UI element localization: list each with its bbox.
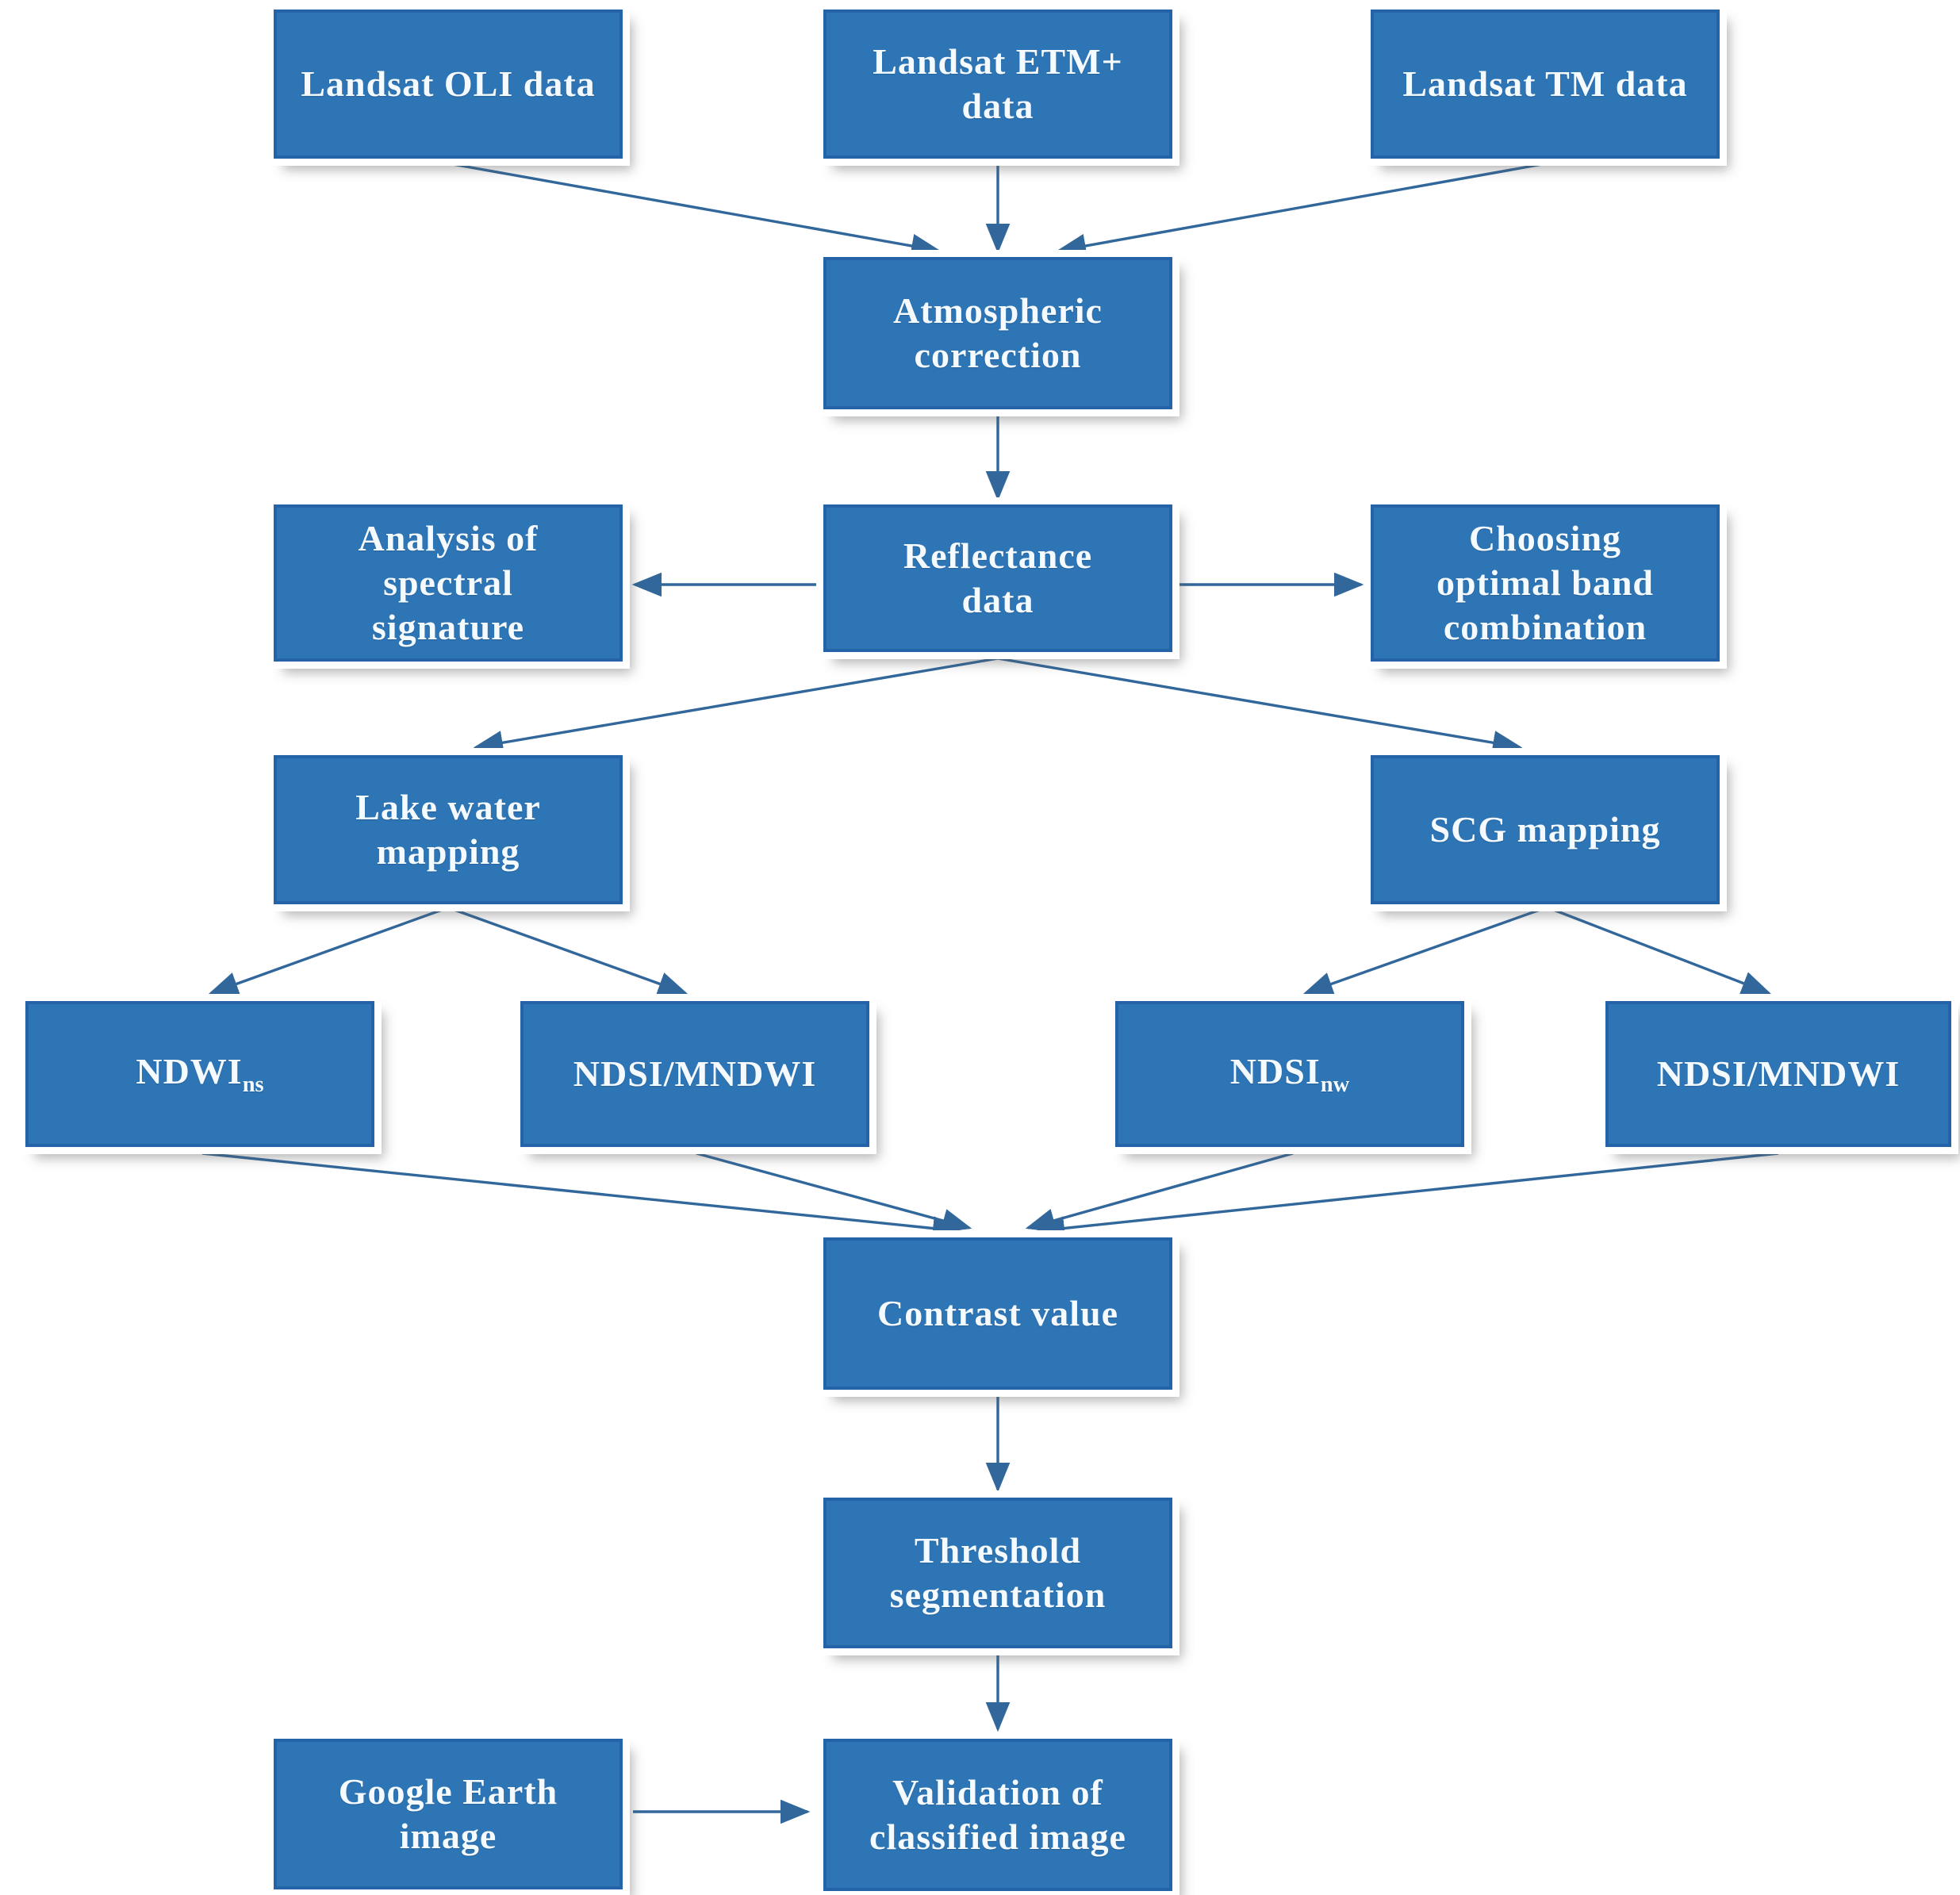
node-label: Contrast value [876, 1292, 1119, 1333]
node-choosing-optimal-band: Choosing optimal band combination [1371, 504, 1720, 662]
node-label: NDSI/MNDWI [1656, 1053, 1901, 1094]
node-label: NDSInw [1229, 1050, 1350, 1097]
node-label: NDSI/MNDWI [573, 1053, 817, 1094]
node-label: Landsat ETM+ data [873, 40, 1123, 126]
arrow-ndsi-right-to-contrast [1034, 1152, 1779, 1241]
node-google-earth-image: Google Earth image [274, 1739, 623, 1889]
arrow-landsat-tm-to-atmospheric [1056, 162, 1548, 259]
node-label: Threshold segmentation [889, 1529, 1107, 1615]
node-validation-classified-image: Validation of classified image [823, 1739, 1172, 1891]
node-ndsi-mndwi-right: NDSI/MNDWI [1605, 1001, 1951, 1147]
node-label: NDWIns [136, 1050, 264, 1097]
node-label: Reflectance data [903, 535, 1093, 620]
node-contrast-value: Contrast value [823, 1237, 1172, 1390]
node-analysis-spectral-signature: Analysis of spectral signature [274, 504, 623, 662]
node-label: Landsat OLI data [301, 63, 596, 104]
node-ndwi-ns: NDWIns [25, 1001, 374, 1147]
arrow-scg-to-ndsi-nw [1302, 907, 1543, 996]
arrow-reflectance-to-lake-water [473, 657, 999, 755]
node-label: Google Earth image [338, 1770, 558, 1856]
arrow-landsat-oli-to-atmospheric [447, 162, 942, 259]
node-label-subscript: nw [1320, 1072, 1350, 1097]
node-landsat-etm-data: Landsat ETM+ data [823, 10, 1172, 159]
arrow-lake-water-to-ndwi [208, 907, 445, 995]
node-lake-water-mapping: Lake water mapping [274, 755, 623, 904]
node-label: Analysis of spectral signature [358, 517, 539, 648]
arrow-ndsi-left-to-contrast [696, 1152, 972, 1233]
node-label: Lake water mapping [355, 786, 541, 872]
node-label-subscript: ns [242, 1072, 264, 1097]
arrow-lake-water-to-ndsi-left [451, 907, 688, 995]
node-label: Atmospheric correction [893, 290, 1103, 375]
node-ndsi-nw: NDSInw [1115, 1001, 1464, 1147]
node-landsat-tm-data: Landsat TM data [1371, 10, 1720, 159]
node-label: SCG mapping [1429, 808, 1661, 850]
node-label: Validation of classified image [869, 1771, 1126, 1857]
arrow-ndwi-to-contrast [201, 1152, 963, 1241]
node-scg-mapping: SCG mapping [1371, 755, 1720, 904]
node-ndsi-mndwi-left: NDSI/MNDWI [520, 1001, 869, 1147]
node-reflectance-data: Reflectance data [823, 504, 1172, 652]
arrow-reflectance-to-scg [997, 657, 1523, 755]
node-landsat-oli-data: Landsat OLI data [274, 10, 623, 159]
node-label: Landsat TM data [1402, 63, 1688, 104]
arrow-ndsi-nw-to-contrast [1025, 1152, 1294, 1233]
node-threshold-segmentation: Threshold segmentation [823, 1498, 1172, 1648]
arrow-scg-to-ndsi-right [1551, 907, 1772, 995]
node-atmospheric-correction: Atmospheric correction [823, 257, 1172, 409]
node-label: Choosing optimal band combination [1436, 517, 1655, 648]
